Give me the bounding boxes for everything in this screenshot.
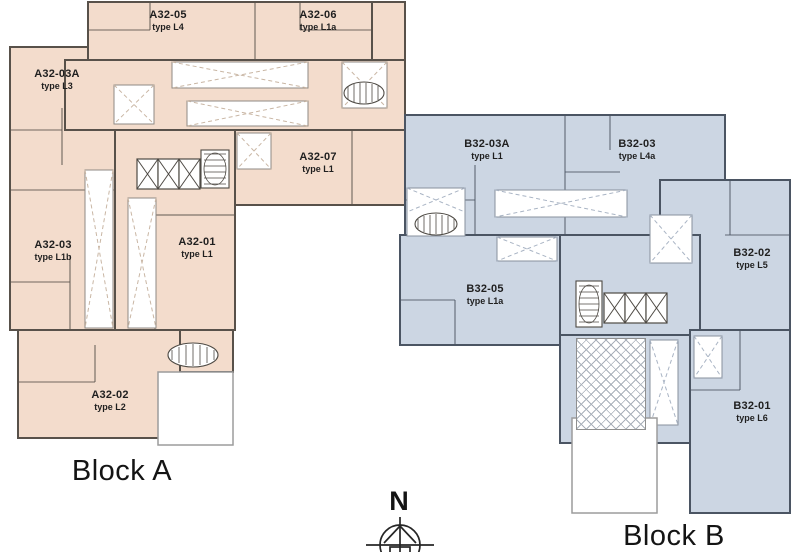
unit-id: A32-02 [91, 389, 129, 401]
block-a-patio [157, 371, 234, 446]
unit-label-a32-02: A32-02 type L2 [60, 389, 160, 413]
unit-label-a32-03: A32-03 type L1b [3, 239, 103, 263]
unit-id: B32-01 [733, 400, 771, 412]
unit-id: A32-05 [149, 9, 187, 21]
unit-type: type L4a [618, 151, 656, 162]
unit-label-b32-05: B32-05 type L1a [435, 283, 535, 307]
unit-type: type L1a [466, 296, 504, 307]
unit-id: B32-02 [733, 247, 771, 259]
block-a-top-stair [343, 81, 385, 105]
unit-label-b32-02: B32-02 type L5 [702, 247, 800, 271]
unit-type: type L1 [302, 164, 334, 175]
unit-type: type L5 [736, 260, 768, 271]
block-a-bottom-stair [167, 342, 219, 368]
unit-label-a32-03a: A32-03A type L3 [7, 68, 107, 92]
unit-type: type L1a [299, 22, 337, 33]
block-b-elevator-bank [603, 292, 668, 324]
unit-type: type L1 [471, 151, 503, 162]
unit-label-b32-03a: B32-03A type L1 [437, 138, 537, 162]
block-b-patio [571, 417, 658, 514]
unit-id: A32-07 [299, 151, 337, 163]
unit-type: type L6 [736, 413, 768, 424]
unit-type: type L2 [94, 402, 126, 413]
unit-type: type L1b [34, 252, 72, 263]
north-compass-icon [366, 517, 434, 552]
unit-label-a32-05: A32-05 type L4 [118, 9, 218, 33]
block-b-title: Block B [623, 520, 725, 552]
unit-label-a32-06: A32-06 type L1a [268, 9, 368, 33]
unit-id: B32-03A [464, 138, 510, 150]
unit-label-b32-03: B32-03 type L4a [587, 138, 687, 162]
unit-id: A32-03 [34, 239, 72, 251]
unit-label-a32-07: A32-07 type L1 [268, 151, 368, 175]
unit-id: A32-01 [178, 236, 216, 248]
unit-id: A32-06 [299, 9, 337, 21]
block-a-title: Block A [71, 455, 173, 487]
unit-id: B32-03 [618, 138, 656, 150]
unit-id: A32-03A [34, 68, 80, 80]
unit-type: type L1 [181, 249, 213, 260]
unit-id: B32-05 [466, 283, 504, 295]
unit-label-b32-01: B32-01 type L6 [702, 400, 800, 424]
block-b-core-stair [575, 280, 603, 328]
block-a-elevator-bank [136, 158, 201, 190]
unit-type: type L3 [41, 81, 73, 92]
block-b-trellis-grid [576, 338, 646, 430]
block-a-core-stair [200, 149, 230, 189]
unit-type: type L4 [152, 22, 184, 33]
block-b-top-stair [414, 212, 458, 236]
unit-label-a32-01: A32-01 type L1 [147, 236, 247, 260]
north-label: N [389, 486, 409, 516]
